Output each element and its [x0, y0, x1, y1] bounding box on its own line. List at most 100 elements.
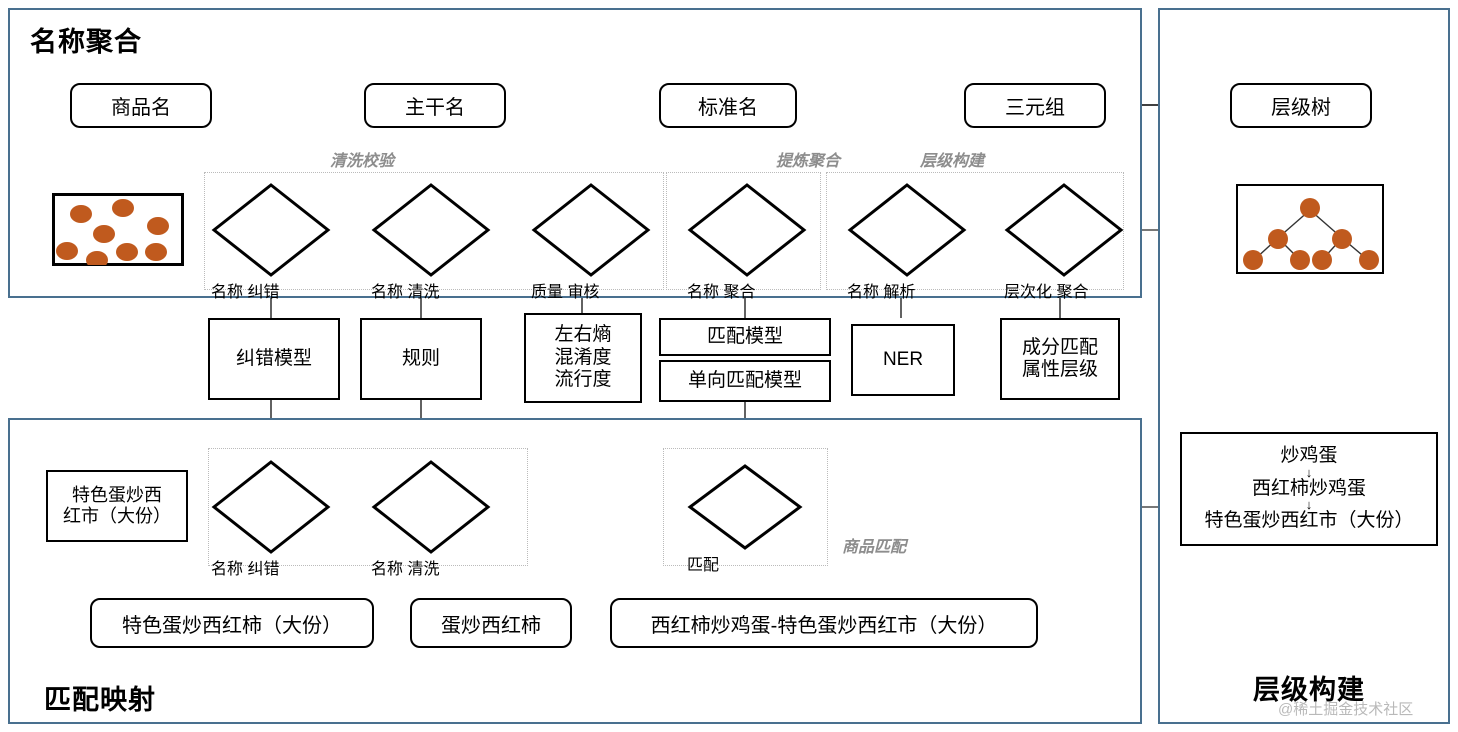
- group-product-match-label: 商品匹配: [842, 539, 907, 556]
- model-box-ner[interactable]: NER: [851, 324, 955, 396]
- bottom-input-box[interactable]: 特色蛋炒西 红市（大份）: [46, 470, 188, 542]
- line1: 名称: [211, 284, 244, 301]
- diamond-name-parsing[interactable]: 名称 解析: [847, 182, 967, 301]
- bottom-input-line-1: 特色蛋炒西: [72, 484, 162, 505]
- group-hierarchy-construct-label: 层级构建: [920, 153, 985, 170]
- group-hierarchy-construct: [826, 172, 1124, 290]
- group-bottom-clean: [208, 448, 528, 566]
- line1: 名称: [211, 561, 244, 578]
- term-box-hierarchy-tree[interactable]: 层级树: [1230, 83, 1372, 128]
- hierarchy-arrow-1: ↓: [1305, 464, 1313, 480]
- diamond-name-parsing-text: 名称 解析: [847, 278, 967, 302]
- sample-dots-graphic: [56, 199, 169, 269]
- diamond-bottom-name-cleaning-text: 名称 清洗: [371, 555, 491, 579]
- diamond-shape: [847, 183, 967, 277]
- diamond-quality-audit-text: 质量 审核: [531, 278, 651, 302]
- model-box-correction-model[interactable]: 纠错模型: [208, 318, 340, 400]
- output-box-label: 特色蛋炒西红柿（大份）: [122, 614, 342, 637]
- hierarchy-level-3: 特色蛋炒西红市（大份）: [1204, 510, 1414, 532]
- model-box-line-2: 属性层级: [1021, 359, 1098, 380]
- diamond-shape: [531, 183, 651, 277]
- term-box-product-name[interactable]: 商品名: [70, 83, 212, 128]
- diamond-match[interactable]: 匹配: [687, 463, 803, 574]
- diamond-shape: [211, 183, 331, 277]
- line1: 匹配: [687, 557, 720, 574]
- diamond-bottom-name-cleaning[interactable]: 名称 清洗: [371, 459, 491, 578]
- diamond-match-text: 匹配: [687, 551, 803, 575]
- diamond-name-cleaning-text: 名称 清洗: [371, 278, 491, 302]
- output-box-label: 西红柿炒鸡蛋-特色蛋炒西红市（大份）: [650, 614, 998, 637]
- output-box-corrected-name[interactable]: 特色蛋炒西红柿（大份）: [90, 598, 374, 648]
- line2: 清洗: [407, 284, 440, 301]
- diamond-shape: [687, 464, 803, 550]
- watermark: @稀土掘金技术社区: [1278, 701, 1414, 718]
- model-box-one-way-match-model[interactable]: 单向匹配模型: [659, 360, 831, 402]
- diamond-name-aggregation[interactable]: 名称 聚合: [687, 182, 807, 301]
- model-box-label: 纠错模型: [235, 347, 312, 369]
- term-box-trunk-name[interactable]: 主干名: [364, 83, 506, 128]
- line2: 聚合: [1056, 284, 1089, 301]
- model-box-line-1: 成分匹配: [1021, 336, 1098, 358]
- diamond-bottom-name-correction-text: 名称 纠错: [211, 555, 331, 579]
- diamond-hierarchical-aggregation-text: 层次化 聚合: [1004, 278, 1124, 302]
- term-box-product-name-label: 商品名: [111, 97, 171, 119]
- line2: 聚合: [723, 284, 756, 301]
- hierarchy-arrow-2: ↓: [1305, 497, 1313, 513]
- panel-match-mapping-title: 匹配映射: [44, 685, 156, 715]
- hierarchy-level-1: 炒鸡蛋: [1280, 444, 1338, 466]
- diamond-name-cleaning[interactable]: 名称 清洗: [371, 182, 491, 301]
- model-box-ingredient-attribute[interactable]: 成分匹配 属性层级: [1000, 318, 1120, 400]
- line1: 名称: [371, 561, 404, 578]
- diamond-quality-audit[interactable]: 质量 审核: [531, 182, 651, 301]
- group-product-match: [663, 448, 828, 566]
- model-box-label: 规则: [401, 347, 440, 369]
- term-box-triple-label: 三元组: [1005, 97, 1065, 119]
- tree-graphic: [1243, 198, 1379, 270]
- diamond-shape: [371, 460, 491, 554]
- output-box-matched-pair[interactable]: 西红柿炒鸡蛋-特色蛋炒西红市（大份）: [610, 598, 1038, 648]
- model-box-line-2: 混淆度: [554, 346, 612, 368]
- model-box-entropy-metrics[interactable]: 左右熵 混淆度 流行度: [524, 313, 642, 403]
- model-box-label: NER: [882, 348, 924, 370]
- hierarchy-result-box: 炒鸡蛋 ↓ 西红柿炒鸡蛋 ↓ 特色蛋炒西红市（大份）: [1180, 432, 1438, 546]
- line2: 审核: [567, 284, 600, 301]
- term-box-standard-name[interactable]: 标准名: [659, 83, 797, 128]
- panel-name-aggregation-title: 名称聚合: [30, 27, 142, 57]
- diamond-shape: [211, 460, 331, 554]
- line1: 层次化: [1004, 284, 1053, 301]
- model-box-match-model[interactable]: 匹配模型: [659, 318, 831, 356]
- model-box-line-3: 流行度: [554, 369, 612, 391]
- output-box-cleaned-name[interactable]: 蛋炒西红柿: [410, 598, 572, 648]
- line1: 名称: [847, 284, 880, 301]
- group-extract-aggregate-label: 提炼聚合: [776, 153, 841, 170]
- group-extract-aggregate: [666, 172, 821, 290]
- line1: 名称: [371, 284, 404, 301]
- panel-match-mapping: [8, 418, 1142, 724]
- model-box-rules[interactable]: 规则: [360, 318, 482, 400]
- diamond-name-aggregation-text: 名称 聚合: [687, 278, 807, 302]
- term-box-hierarchy-tree-label: 层级树: [1271, 97, 1331, 119]
- sample-data-box: [52, 193, 184, 269]
- diamond-shape: [1004, 183, 1124, 277]
- model-box-label: 匹配模型: [706, 325, 783, 347]
- diamond-hierarchical-aggregation[interactable]: 层次化 聚合: [1004, 182, 1124, 301]
- tree-visualization-box: [1236, 184, 1384, 274]
- line2: 纠错: [247, 561, 280, 578]
- model-box-label: 单向匹配模型: [687, 369, 802, 391]
- term-box-triple[interactable]: 三元组: [964, 83, 1106, 128]
- panel-hierarchy-build-title: 层级构建: [1253, 675, 1365, 705]
- group-cleaning-validation: [204, 172, 664, 290]
- diamond-bottom-name-correction[interactable]: 名称 纠错: [211, 459, 331, 578]
- term-box-standard-name-label: 标准名: [698, 97, 758, 119]
- line2: 纠错: [247, 284, 280, 301]
- diamond-name-correction[interactable]: 名称 纠错: [211, 182, 331, 301]
- model-box-line-1: 左右熵: [554, 324, 612, 346]
- hierarchy-level-2: 西红柿炒鸡蛋: [1251, 477, 1366, 499]
- term-box-trunk-name-label: 主干名: [405, 97, 465, 119]
- diamond-shape: [687, 183, 807, 277]
- line1: 质量: [531, 284, 564, 301]
- diamond-shape: [371, 183, 491, 277]
- bottom-input-line-2: 红市（大份）: [63, 506, 171, 526]
- output-box-label: 蛋炒西红柿: [441, 614, 541, 637]
